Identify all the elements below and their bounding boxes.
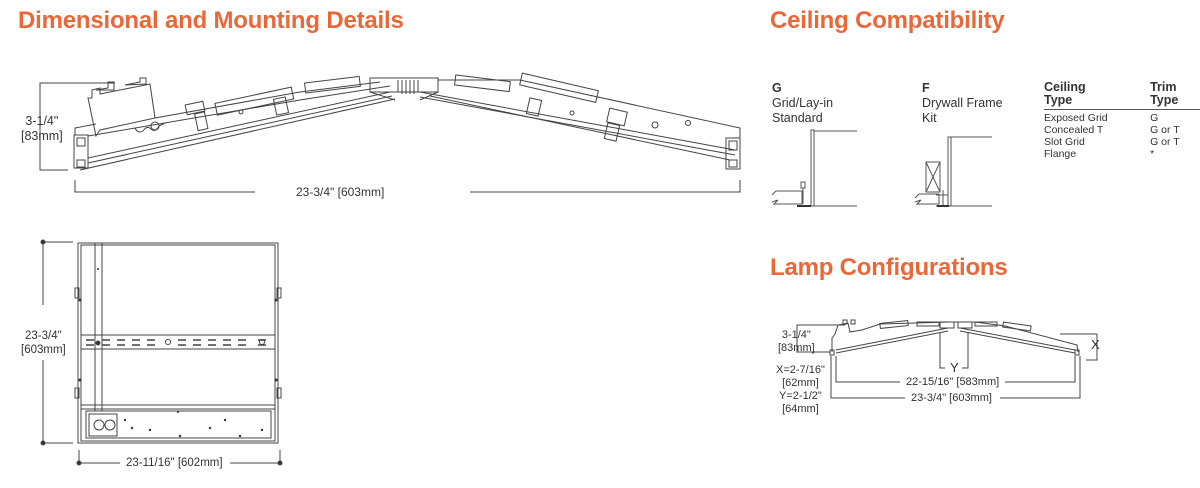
x-marker: X: [1091, 337, 1100, 352]
trim-g-label: G Grid/Lay-in Standard: [772, 81, 833, 126]
top-height-in: 23-3/4": [25, 330, 62, 342]
lamp-height-in: 3-1/4": [781, 329, 811, 341]
top-height-mm: [603mm]: [21, 344, 66, 356]
trim-g-code: G: [772, 81, 782, 95]
lamp-height-mm: [83mm]: [778, 342, 815, 354]
trim-f-code: F: [922, 81, 930, 95]
side-height-dimension: 3-1/4" [83mm]: [21, 114, 63, 144]
y-definition: Y=2-1/2": [779, 390, 822, 402]
trim-f-line1: Drywall Frame: [922, 96, 1003, 110]
lamp-xy-definitions: X=2-7/16" [62mm] Y=2-1/2" [64mm]: [776, 364, 825, 416]
side-width-dimension: 23-3/4" [603mm]: [296, 185, 385, 199]
x-definition: X=2-7/16": [776, 364, 825, 376]
x-definition-mm: [62mm]: [782, 377, 819, 389]
trim-g-line2: Standard: [772, 111, 823, 125]
trim-f-label: F Drywall Frame Kit: [922, 81, 1003, 126]
side-height-in: 3-1/4": [25, 114, 59, 128]
y-marker: Y: [950, 360, 959, 375]
trim-g-line1: Grid/Lay-in: [772, 96, 834, 110]
ceiling-compatibility-heading: Ceiling Compatibility: [770, 7, 1005, 34]
y-definition-mm: [64mm]: [782, 403, 819, 415]
trim-f-line2: Kit: [922, 111, 937, 125]
table-row: Flange*: [1044, 148, 1155, 160]
lamp-height-dimension: 3-1/4" [83mm]: [778, 329, 815, 355]
top-width-dimension: 23-11/16" [602mm]: [126, 457, 223, 469]
dimensional-mounting-heading: Dimensional and Mounting Details: [18, 7, 404, 34]
top-height-dimension: 23-3/4" [603mm]: [21, 329, 66, 357]
lamp-outer-width: 23-3/4" [603mm]: [911, 392, 992, 404]
lamp-configurations-heading: Lamp Configurations: [770, 254, 1008, 281]
lamp-inner-width: 22-15/16" [583mm]: [906, 376, 1000, 388]
side-height-mm: [83mm]: [21, 129, 63, 143]
